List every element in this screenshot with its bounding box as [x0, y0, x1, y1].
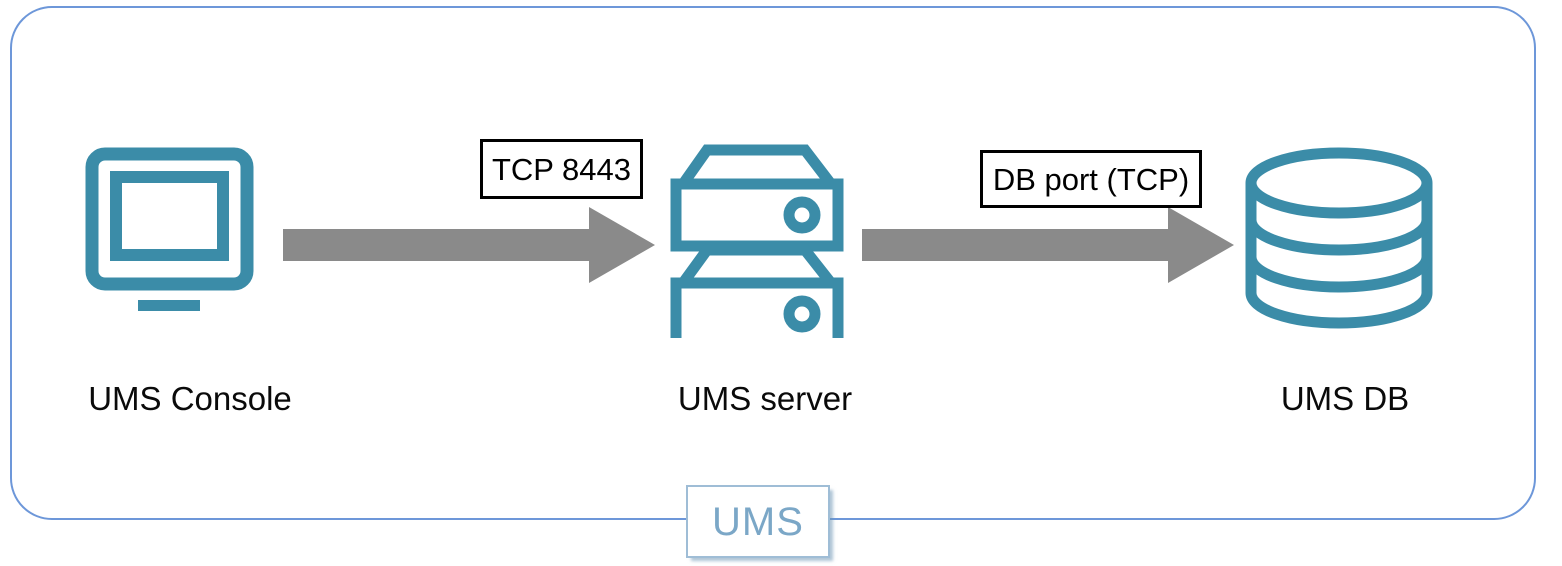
right-arrow-icon	[862, 207, 1234, 283]
database-cylinder-icon	[1245, 147, 1433, 329]
node-ums-server[interactable]	[655, 138, 870, 351]
caption-ums-db: UMS DB	[1280, 380, 1410, 417]
arrow-server-to-db	[862, 205, 1234, 285]
connection-label-tcp-8443: TCP 8443	[480, 139, 643, 199]
caption-ums-server: UMS server	[677, 380, 853, 417]
arrow-console-to-server	[283, 205, 655, 285]
ums-badge-label: UMS	[712, 499, 804, 544]
right-arrow-icon	[283, 207, 655, 283]
server-stack-icon	[670, 144, 844, 351]
node-ums-db[interactable]	[1240, 145, 1445, 340]
monitor-icon	[85, 147, 254, 311]
caption-ums-console: UMS Console	[88, 380, 292, 417]
node-ums-console[interactable]	[60, 140, 320, 340]
ums-badge: UMS	[686, 485, 830, 558]
connection-label-db-port: DB port (TCP)	[980, 150, 1202, 208]
